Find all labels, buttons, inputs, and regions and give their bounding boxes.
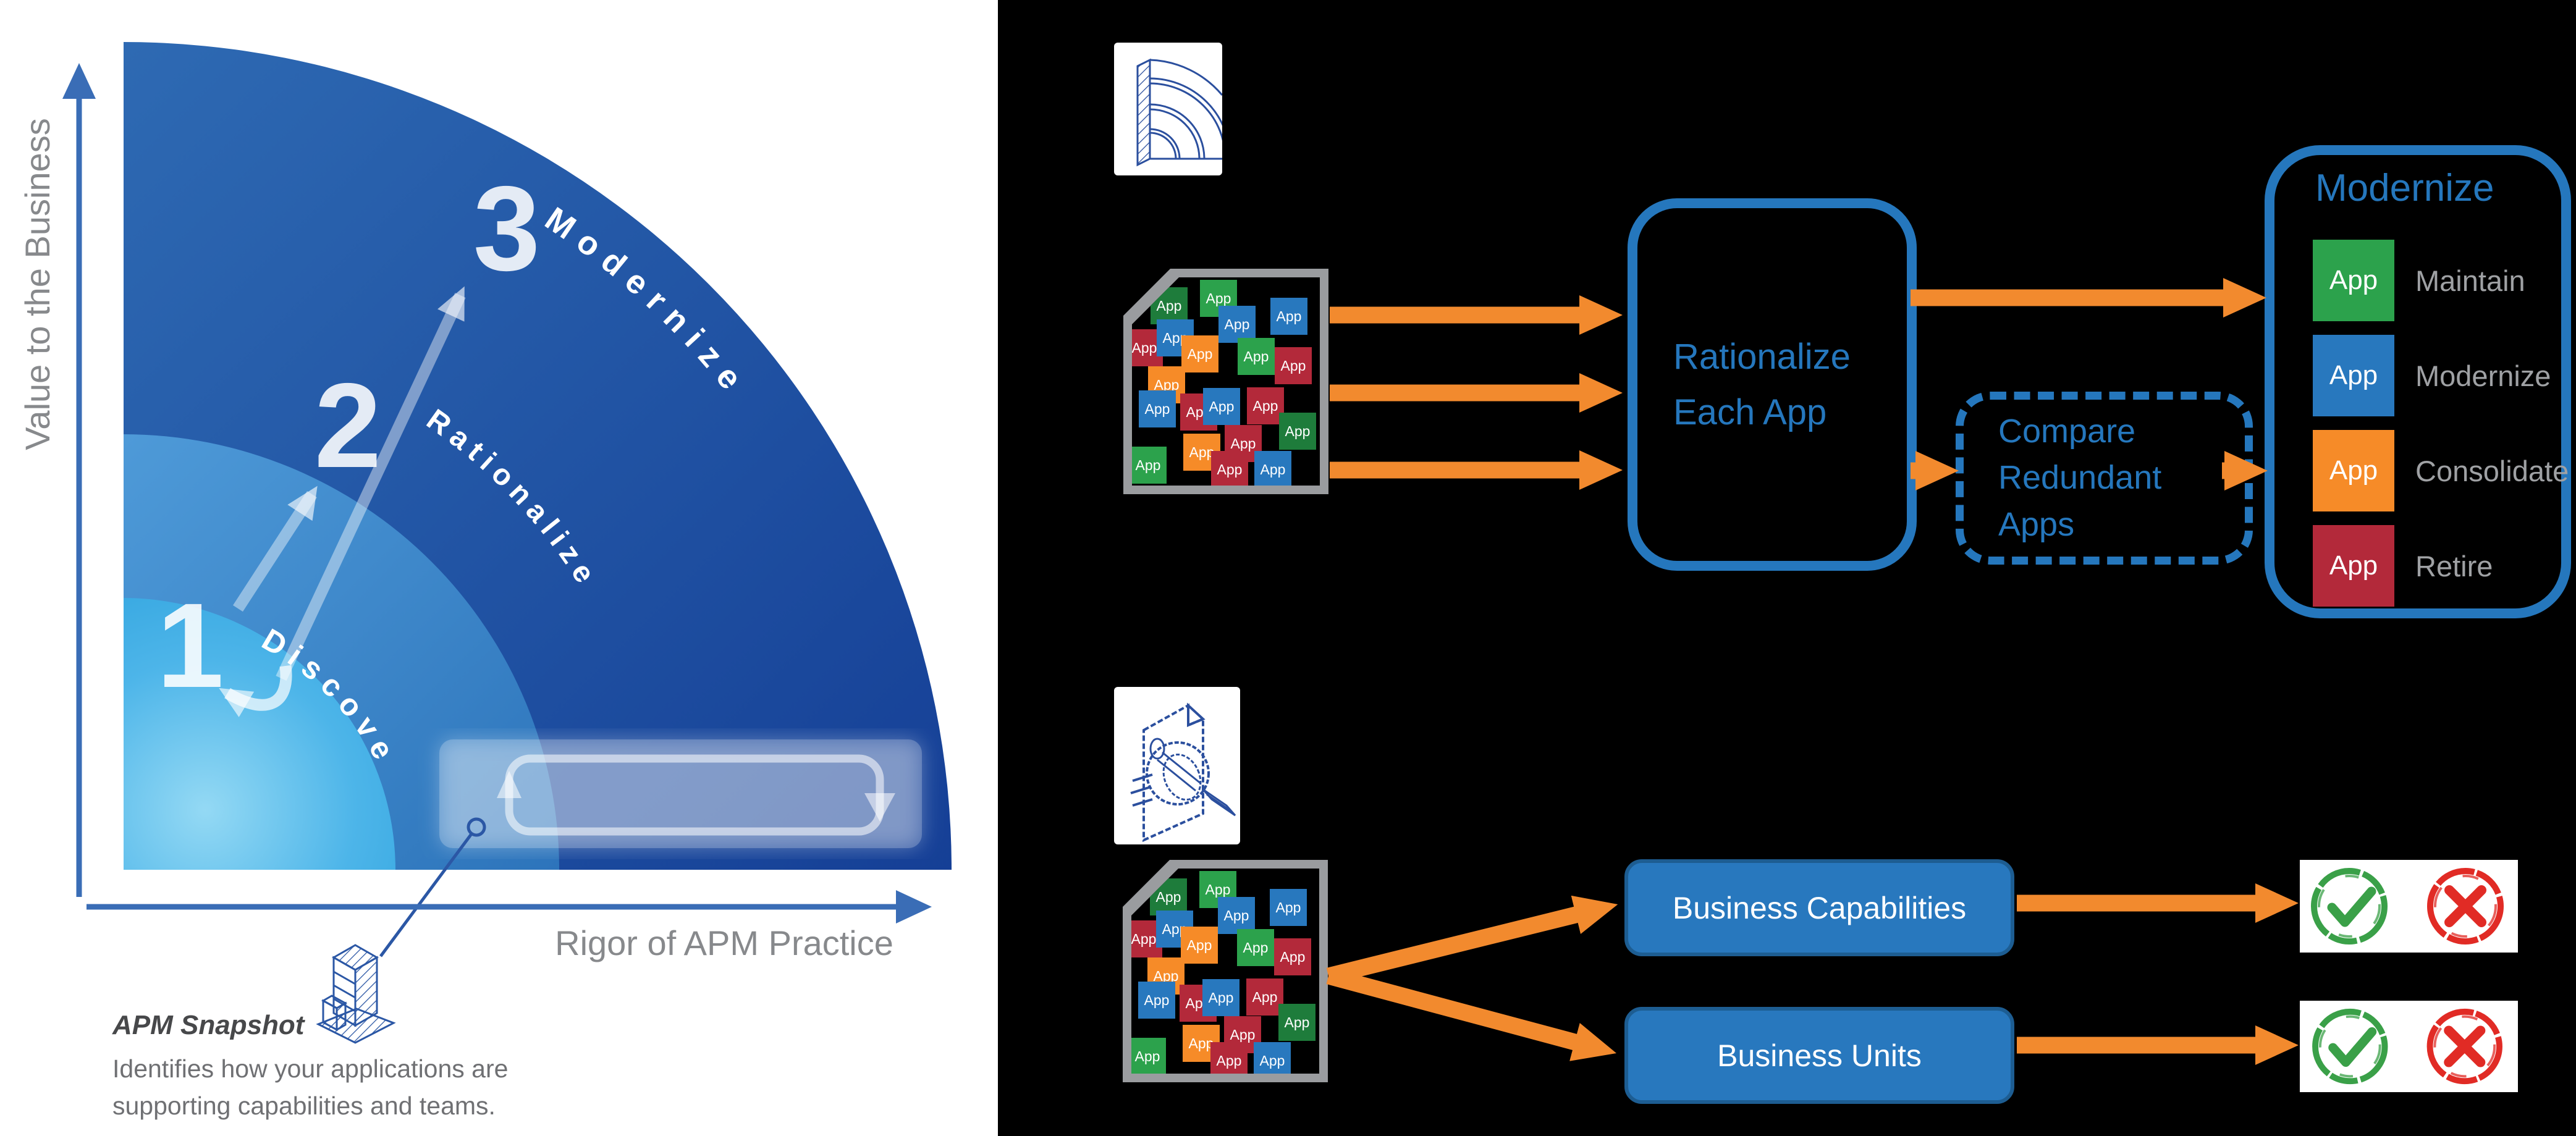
business-capabilities-button: Business Capabilities: [1624, 859, 2014, 956]
compare-redundant-apps-box: Compare Redundant Apps: [1956, 392, 2253, 565]
compare-line2: Redundant: [1998, 459, 2162, 497]
app-chip: App: [1274, 938, 1311, 975]
check-icon: [2311, 868, 2388, 945]
modernize-row-label: Modernize: [2415, 359, 2551, 392]
app-chip: App: [1275, 347, 1312, 384]
stage-number-1: 1: [157, 578, 224, 713]
app-chip: App: [1138, 982, 1175, 1019]
modernize-row-modernize: App Modernize: [2313, 335, 2569, 416]
snapshot-callout: [379, 817, 486, 957]
modernize-row-maintain: App Maintain: [2313, 240, 2569, 321]
modernize-title: Modernize: [2315, 167, 2494, 209]
app-chip: App: [1132, 447, 1167, 484]
modernize-row-consolidate: App Consolidate: [2313, 430, 2569, 511]
discovery-icon-card: [1114, 687, 1240, 844]
snapshot-desc-line1: Identifies how your applications are: [112, 1054, 508, 1083]
app-chip: App: [1218, 897, 1255, 934]
y-axis-label: Value to the Business: [18, 118, 57, 450]
app-chip: App: [1210, 1042, 1248, 1074]
check-cross-panel-capabilities: [2300, 860, 2518, 953]
modernize-row-label: Maintain: [2415, 264, 2525, 297]
app-chip: App: [1270, 889, 1307, 926]
building-icon: [316, 944, 396, 1044]
app-chip: App: [1150, 878, 1187, 915]
stage-number-2: 2: [315, 358, 381, 493]
apm-snapshot-loop-band: [439, 739, 922, 848]
app-chip: App: [1278, 1004, 1315, 1041]
stage-numbers: 1 2 3: [157, 161, 540, 713]
apm-maturity-chart: Value to the Business Rigor of APM Pract…: [0, 0, 952, 1120]
app-chip: App: [2313, 430, 2394, 511]
app-chip: App: [1254, 1042, 1291, 1074]
check-cross-panel-units: [2300, 1001, 2518, 1092]
app-chip: App: [1181, 335, 1218, 372]
modernize-row-retire: App Retire: [2313, 525, 2569, 607]
app-chip: App: [1131, 1038, 1166, 1074]
stage-progression-arrows: [219, 286, 466, 718]
rationalize-line1: Rationalize: [1673, 336, 1851, 377]
rationalize-line2: Each App: [1673, 392, 1827, 432]
compare-line1: Compare: [1998, 412, 2136, 450]
app-chip: App: [1183, 1025, 1220, 1062]
maturity-rings-icon-card: [1114, 43, 1222, 175]
x-axis-label: Rigor of APM Practice: [555, 924, 893, 962]
business-units-button: Business Units: [1624, 1007, 2014, 1104]
stage-number-3: 3: [473, 161, 540, 296]
modernize-row-label: Consolidate: [2415, 454, 2569, 487]
app-chip: App: [1237, 929, 1274, 966]
axes: [62, 63, 932, 924]
app-chip: App: [1202, 979, 1239, 1016]
rationalize-each-app-box: Rationalize Each App: [1628, 198, 1917, 571]
app-chip: App: [2313, 525, 2394, 607]
snapshot-title: APM Snapshot: [112, 1010, 306, 1040]
app-chip: App: [1247, 387, 1284, 424]
cross-icon: [2427, 868, 2504, 945]
cross-icon: [2426, 1008, 2502, 1085]
app-chip: App: [2313, 335, 2394, 416]
check-icon: [2312, 1008, 2388, 1085]
app-chip: App: [1181, 927, 1218, 964]
app-chip: App: [1203, 388, 1240, 425]
app-chip: App: [1270, 298, 1307, 335]
app-chip: App: [2313, 240, 2394, 321]
snapshot-desc-line2: supporting capabilities and teams.: [112, 1092, 496, 1120]
modernize-row-label: Retire: [2415, 549, 2493, 583]
app-chip: App: [1218, 306, 1256, 343]
app-chip: App: [1246, 978, 1283, 1016]
app-chip: App: [1279, 413, 1316, 450]
app-chip: App: [1238, 338, 1275, 375]
compare-line3: Apps: [1998, 505, 2075, 543]
app-chip: App: [1211, 451, 1248, 486]
app-chip: App: [1254, 451, 1291, 486]
app-chip: App: [1139, 390, 1176, 427]
quarter-arcs-icon: [1136, 58, 1222, 167]
document-search-icon: [1130, 702, 1236, 843]
app-chip: App: [1151, 287, 1188, 324]
